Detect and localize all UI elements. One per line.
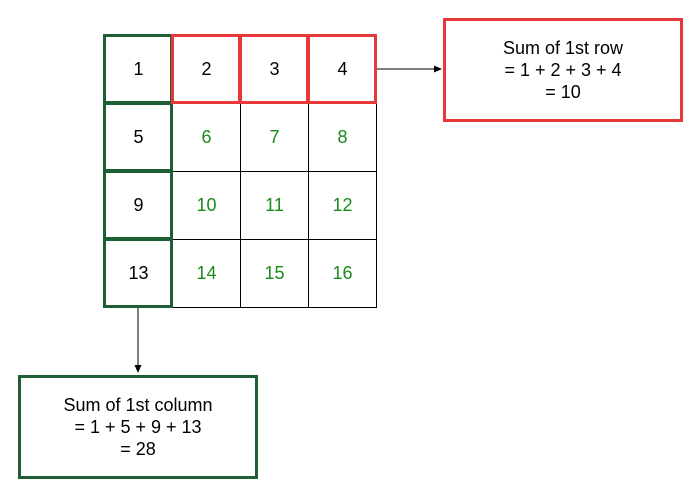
- matrix-cell: 16: [309, 240, 377, 308]
- first-column-highlight: [103, 102, 173, 172]
- matrix-cell: 8: [309, 104, 377, 172]
- row-sum-expression: = 1 + 2 + 3 + 4: [504, 60, 622, 80]
- column-sum-expression: = 1 + 5 + 9 + 13: [74, 417, 202, 437]
- first-column-highlight: [103, 170, 173, 240]
- matrix-cell: 12: [309, 172, 377, 240]
- row-sum-title: Sum of 1st row: [502, 38, 624, 58]
- first-column-highlight: [103, 238, 173, 308]
- matrix-cell: 14: [173, 240, 241, 308]
- column-sum-title: Sum of 1st column: [63, 395, 213, 415]
- row-sum-result: = 10: [545, 82, 581, 102]
- first-column-highlight: [103, 34, 173, 104]
- matrix-cell: 6: [173, 104, 241, 172]
- matrix-cell: 15: [241, 240, 309, 308]
- matrix-cell: 7: [241, 104, 309, 172]
- first-row-highlight: [171, 34, 241, 104]
- first-row-highlight: [307, 34, 377, 104]
- first-row-highlight: [239, 34, 309, 104]
- column-sum-result: = 28: [120, 439, 156, 459]
- matrix-cell: 11: [241, 172, 309, 240]
- column-sum-note: Sum of 1st column = 1 + 5 + 9 + 13 = 28: [18, 375, 258, 479]
- row-sum-note: Sum of 1st row = 1 + 2 + 3 + 4 = 10: [443, 18, 683, 122]
- matrix-cell: 10: [173, 172, 241, 240]
